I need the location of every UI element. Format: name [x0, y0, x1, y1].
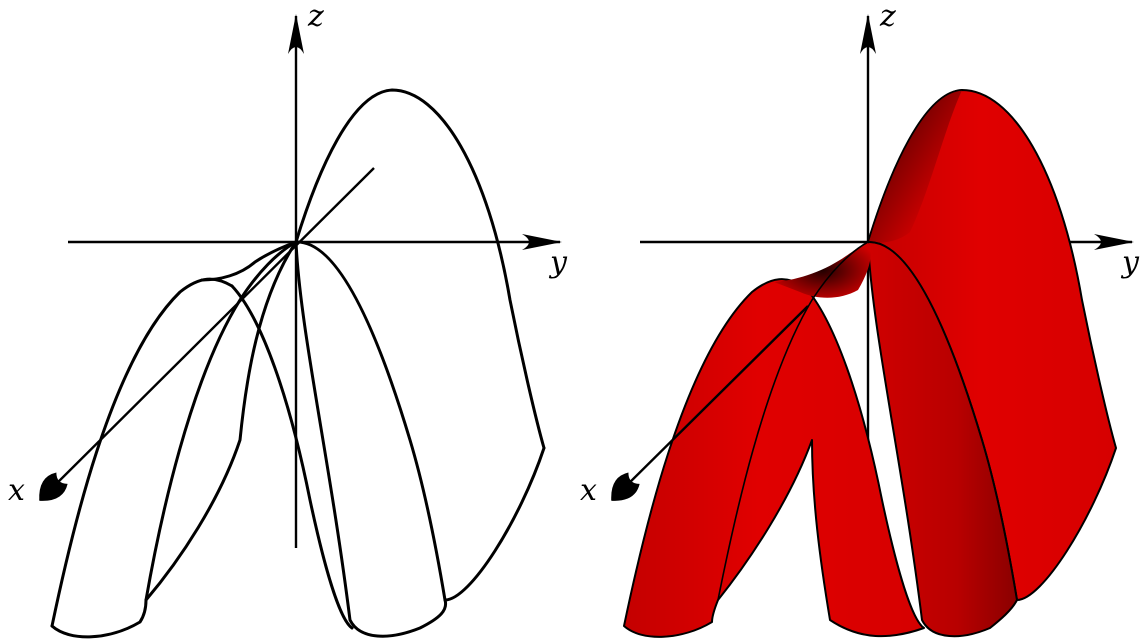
surface-saddle-shadow	[774, 242, 871, 298]
left-inner-rib	[144, 240, 298, 602]
x-axis-label-right: x	[580, 473, 597, 508]
right-edge-curve	[443, 446, 546, 602]
surface-mesh-ridge	[867, 89, 963, 243]
bottom-left-curve	[50, 598, 148, 639]
surface-mesh-front-curve	[867, 241, 1018, 601]
surface-ridge-shadow	[868, 90, 962, 243]
surface-panel: x y z	[580, 0, 1140, 638]
surface-mesh-left-rib	[717, 241, 869, 601]
z-axis-label-right: z	[879, 0, 896, 34]
y-axis-label-right: y	[1120, 245, 1140, 280]
back-parabola-curve	[294, 88, 546, 450]
x-axis-left	[39, 167, 375, 501]
front-parabola-curve	[294, 240, 447, 602]
left-lobe-inner-curve	[230, 284, 354, 630]
x-axis-right	[611, 305, 809, 501]
left-lower-rib	[144, 240, 298, 602]
left-lobe-outer-curve	[50, 277, 234, 628]
saddle-ridge-curve	[200, 240, 298, 282]
bottom-right-curve	[294, 240, 448, 638]
x-axis-label-left: x	[8, 473, 25, 508]
z-axis-label-left: z	[307, 0, 324, 34]
y-axis-label-left: y	[548, 245, 568, 280]
wireframe-panel: x y z	[8, 0, 568, 639]
